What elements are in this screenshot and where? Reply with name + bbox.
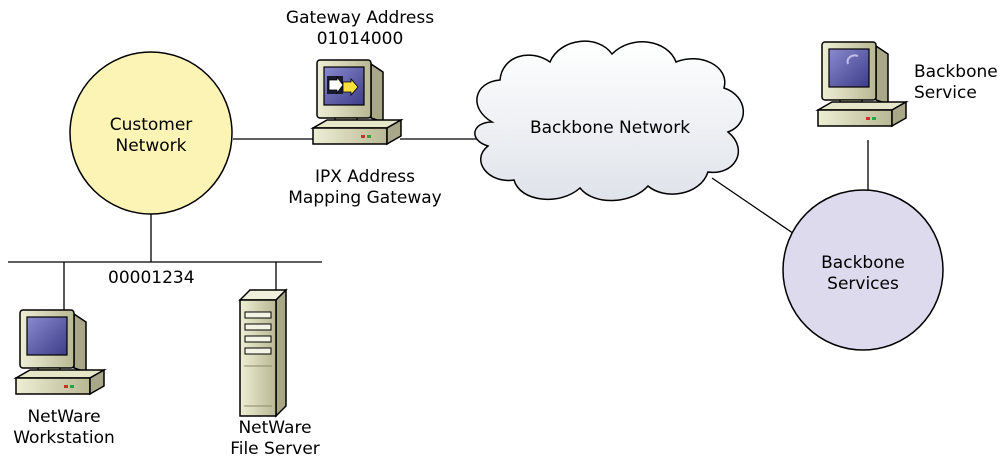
connection-lines: [8, 138, 869, 310]
backbone-services-line-1: Backbone: [821, 253, 905, 273]
gateway-icon: [312, 59, 402, 145]
netware-file-server-line-2: File Server: [230, 439, 320, 459]
link-cloud-services: [711, 177, 804, 241]
gateway-address-label: Gateway Address 01014000: [270, 8, 450, 50]
netware-workstation-line-2: Workstation: [13, 428, 115, 448]
customer-network-line-1: Customer: [109, 115, 193, 135]
backbone-network-label: Backbone Network: [529, 118, 691, 138]
gateway-address-title: Gateway Address: [285, 8, 435, 28]
backbone-service-label: Backbone Service: [914, 62, 998, 104]
backbone-services-circle: [782, 189, 944, 351]
customer-network-label: Customer Network: [91, 115, 211, 157]
gateway-name-line-1: IPX Address: [314, 167, 416, 187]
backbone-network-cloud: [474, 40, 745, 202]
backbone-services-label: Backbone Services: [803, 253, 923, 295]
netware-workstation-label: NetWare Workstation: [0, 407, 128, 449]
backbone-service-computer-icon: [817, 41, 907, 127]
netware-file-server-label: NetWare File Server: [215, 418, 335, 460]
gateway-name-line-2: Mapping Gateway: [288, 188, 442, 208]
gateway-name-label: IPX Address Mapping Gateway: [280, 167, 450, 209]
file-server-icon: [238, 288, 288, 418]
customer-network-circle: [69, 51, 233, 215]
segment-address-label: 00001234: [108, 268, 195, 288]
workstation-computer-icon: [15, 309, 105, 395]
backbone-services-line-2: Services: [827, 274, 899, 294]
backbone-service-line-2: Service: [914, 83, 977, 103]
backbone-service-line-1: Backbone: [914, 62, 998, 82]
gateway-address-value: 01014000: [316, 29, 404, 49]
netware-file-server-line-1: NetWare: [238, 418, 312, 438]
customer-network-line-2: Network: [115, 136, 187, 156]
netware-workstation-line-1: NetWare: [27, 407, 101, 427]
